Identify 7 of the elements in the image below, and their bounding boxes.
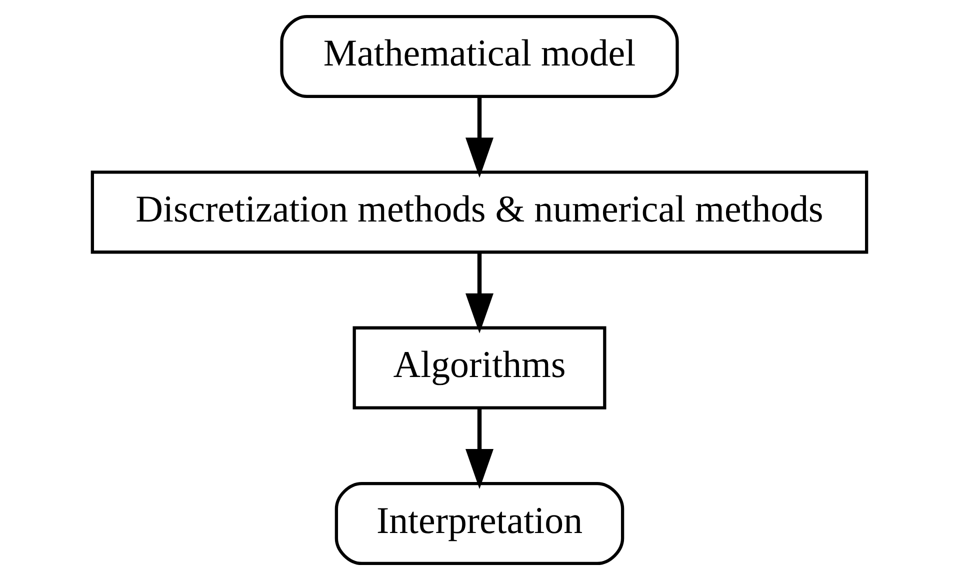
node-box: Discretization methods & numerical methods bbox=[90, 170, 868, 254]
arrow bbox=[466, 252, 494, 334]
node-box: Interpretation bbox=[334, 482, 624, 566]
arrow bbox=[466, 96, 494, 178]
arrow bbox=[466, 408, 494, 490]
node-box: Mathematical model bbox=[280, 14, 679, 98]
node-box: Algorithms bbox=[352, 326, 606, 410]
